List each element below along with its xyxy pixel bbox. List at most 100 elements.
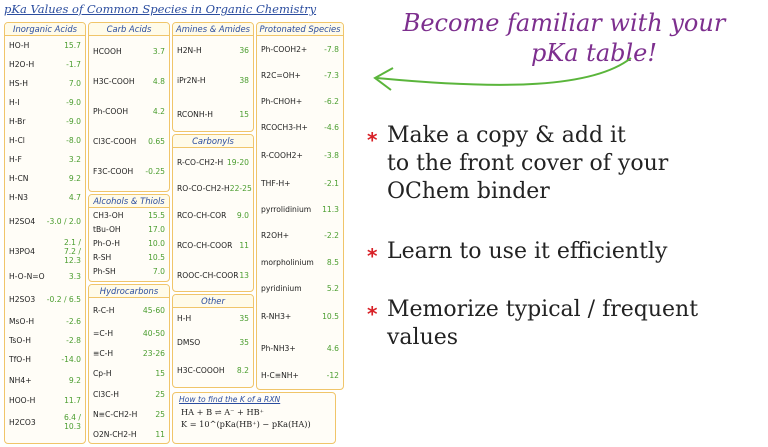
species: RCO-CH-COR bbox=[177, 210, 227, 220]
species: ROOC-CH-COOR bbox=[177, 270, 239, 280]
species: H-O-N=O bbox=[9, 272, 45, 281]
list-item: H2SO4-3.0 / 2.0 bbox=[5, 207, 85, 235]
pka-value: 17.0 bbox=[148, 224, 165, 234]
species: R2OH+ bbox=[261, 230, 290, 240]
list-item: R2OH+-2.2 bbox=[257, 222, 343, 248]
panel-title-carbonyls: Carbonyls bbox=[173, 135, 253, 148]
tips-heading-line2: pKa table! bbox=[530, 39, 658, 67]
species: CH3-OH bbox=[93, 210, 124, 220]
pka-value: -4.6 bbox=[324, 122, 339, 132]
species: H3C-COOH bbox=[93, 76, 135, 86]
pka-value: -2.8 bbox=[66, 336, 81, 345]
species: =C-H bbox=[93, 328, 114, 338]
pka-value: 0.65 bbox=[148, 136, 165, 146]
list-item: H2SO3-0.2 / 6.5 bbox=[5, 286, 85, 312]
panel-title-protonated: Protonated Species bbox=[257, 23, 343, 36]
pka-value: 11.3 bbox=[322, 204, 339, 214]
pka-value: 10.0 bbox=[148, 238, 165, 248]
equilibrium-formula-box: How to find the K of a RXN HA + B ⇌ A⁻ +… bbox=[172, 392, 336, 444]
pka-value: 9.0 bbox=[236, 210, 249, 220]
species: TfO-H bbox=[9, 355, 31, 364]
pka-value: 35 bbox=[239, 337, 249, 347]
pka-value: -9.0 bbox=[66, 117, 81, 126]
pka-value: 9.2 bbox=[68, 375, 81, 385]
pka-value: 10.5 bbox=[148, 252, 165, 262]
species: F3C-COOH bbox=[93, 166, 134, 176]
pka-value: 25 bbox=[155, 409, 165, 419]
list-item: R2C=OH+ -7.3 bbox=[257, 62, 343, 88]
species: R-NH3+ bbox=[261, 311, 292, 321]
species: HS-H bbox=[9, 79, 28, 88]
species: TsO-H bbox=[9, 336, 31, 345]
k-equation: K = 10^(pKa(HB⁺) − pKa(HA)) bbox=[181, 419, 311, 429]
pka-value: 4.7 bbox=[68, 193, 81, 202]
pka-value: 40-50 bbox=[142, 328, 165, 338]
species: H-I bbox=[9, 98, 20, 107]
list-item: HO-H 15.7 bbox=[5, 36, 85, 55]
species: THF-H+ bbox=[261, 178, 291, 188]
species: Ph-CHOH+ bbox=[261, 96, 303, 106]
species: RCONH-H bbox=[177, 109, 214, 119]
pka-value: 4.6 bbox=[326, 343, 339, 353]
pka-value: 22-25 bbox=[229, 183, 252, 193]
list-item: R-COOH2+-3.8 bbox=[257, 140, 343, 170]
list-item: H2O-H-1.7 bbox=[5, 55, 85, 74]
pka-value: 4.8 bbox=[152, 76, 165, 86]
pka-value: 8.2 bbox=[236, 365, 249, 375]
species: RCOCH3-H+ bbox=[261, 122, 308, 132]
list-item: TfO-H-14.0 bbox=[5, 350, 85, 369]
species: Cl3C-COOH bbox=[93, 136, 137, 146]
bullet-star-icon: * bbox=[367, 302, 378, 326]
list-item: MsO-H-2.6 bbox=[5, 312, 85, 331]
species: HO-H bbox=[9, 41, 30, 50]
protonated-rows: Ph-COOH2+-7.8 R2C=OH+-7.3 Ph-CHOH+-6.2 R… bbox=[257, 36, 343, 386]
species: R2C=OH+ bbox=[261, 70, 301, 80]
pka-value: 15.7 bbox=[64, 41, 81, 50]
pka-value: 25 bbox=[155, 389, 165, 399]
pka-value: -3.0 / 2.0 bbox=[46, 216, 81, 226]
pka-value: 3.3 bbox=[68, 272, 81, 281]
species: R-CO-CH2-H bbox=[177, 157, 224, 167]
species: pyrrolidinium bbox=[261, 204, 312, 214]
panel-protonated-species: Protonated Species Ph-COOH2+-7.8 R2C=OH+… bbox=[256, 22, 344, 390]
species: MsO-H bbox=[9, 317, 35, 326]
pka-value: 7.0 bbox=[152, 266, 165, 276]
species: Ph-COOH2+ bbox=[261, 44, 308, 54]
species: NH4+ bbox=[9, 375, 32, 385]
list-item: =C-H 40-50 bbox=[89, 322, 169, 344]
list-item: THF-H+-2.1 bbox=[257, 170, 343, 196]
pka-value: 11 bbox=[155, 429, 165, 439]
species: RCO-CH-COOR bbox=[177, 240, 233, 250]
species: H3PO4 bbox=[9, 246, 35, 256]
list-item: H-C≡NH+-12 bbox=[257, 364, 343, 386]
pka-value: -7.3 bbox=[324, 70, 339, 80]
tips-panel: Become familiar with your pKa table! * M… bbox=[347, 0, 768, 447]
pka-value: 7.0 bbox=[68, 79, 81, 88]
list-item: Ph-COOH2+-7.8 bbox=[257, 36, 343, 62]
species: N≡C-CH2-H bbox=[93, 409, 138, 419]
species: ≡C-H bbox=[93, 348, 114, 358]
